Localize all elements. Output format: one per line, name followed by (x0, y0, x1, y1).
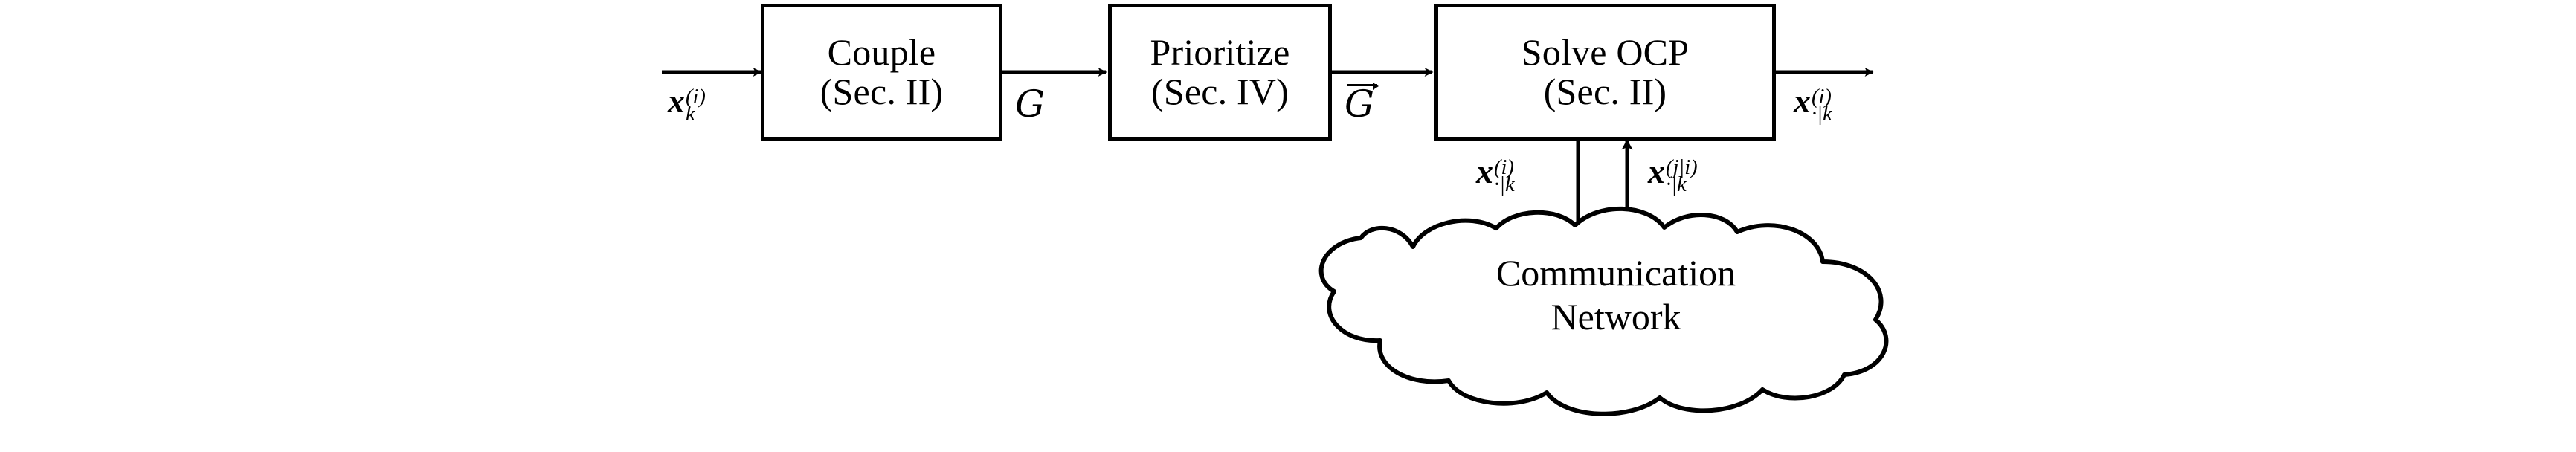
label-sent-trajectory: x(i)·|k (1476, 152, 1515, 197)
label-coupling-graph-symbol: G (1015, 83, 1045, 126)
label-received-trajectory-sub: ·|k (1666, 173, 1687, 197)
label-received-trajectory: x(j|i)·|k (1648, 152, 1698, 197)
label-input-state-sub: k (686, 103, 695, 126)
label-sent-trajectory-base: x (1476, 152, 1493, 190)
box-prioritize-line2: (Sec. IV) (1150, 71, 1289, 112)
box-solve-ocp-line2: (Sec. II) (1543, 71, 1667, 112)
box-couple[interactable]: Couple (Sec. II) (761, 4, 1002, 141)
box-couple-line1: Couple (827, 31, 936, 73)
label-received-trajectory-sup: (j|i) (1666, 155, 1698, 179)
label-directed-graph-symbol: G (1345, 83, 1374, 126)
label-coupling-graph: G (1015, 85, 1045, 123)
label-received-trajectory-indices: (j|i)·|k (1666, 155, 1698, 197)
box-couple-line2: (Sec. II) (820, 71, 944, 112)
box-solve-ocp-line1: Solve OCP (1521, 31, 1690, 73)
label-directed-graph: G (1345, 83, 1379, 126)
cloud-label-line1: Communication (1495, 252, 1736, 294)
label-input-state-base: x (668, 82, 685, 120)
label-output-trajectory-sup: (i) (1812, 85, 1832, 109)
label-input-state-indices: (i)k (686, 85, 706, 126)
label-output-trajectory-sub: ·|k (1812, 103, 1832, 126)
box-prioritize-line1: Prioritize (1150, 31, 1290, 73)
label-input-state-sup: (i) (686, 85, 706, 109)
label-input-state: x(i)k (668, 82, 706, 126)
label-sent-trajectory-sub: ·|k (1494, 173, 1515, 197)
label-sent-trajectory-indices: (i)·|k (1494, 155, 1515, 197)
label-output-trajectory: x(i)·|k (1794, 82, 1832, 126)
vector-arrow-icon (1347, 83, 1379, 90)
label-directed-graph-vector-arrow: G (1345, 83, 1379, 126)
label-sent-trajectory-sup: (i) (1494, 155, 1514, 179)
cloud-label-line2: Network (1551, 296, 1681, 338)
label-received-trajectory-base: x (1648, 152, 1665, 190)
box-solve-ocp[interactable]: Solve OCP (Sec. II) (1434, 4, 1776, 141)
label-output-trajectory-indices: (i)·|k (1812, 85, 1832, 126)
cloud-label: Communication Network (1371, 251, 1861, 339)
label-output-trajectory-base: x (1794, 82, 1811, 120)
box-prioritize[interactable]: Prioritize (Sec. IV) (1108, 4, 1332, 141)
